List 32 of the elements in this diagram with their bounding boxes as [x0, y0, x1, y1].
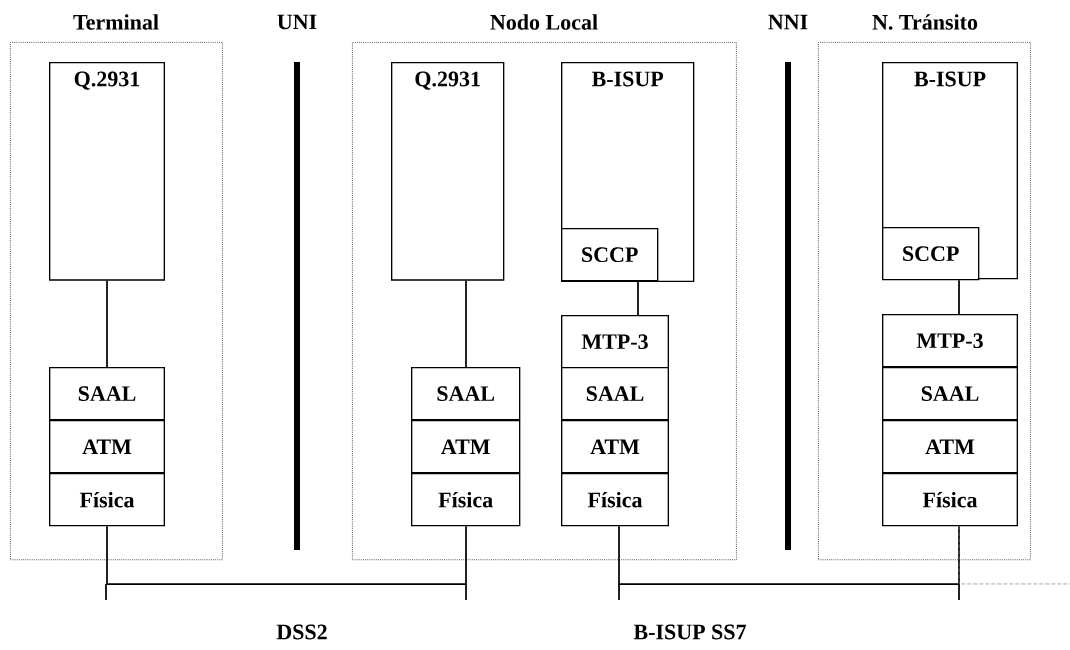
node-label: Terminal — [73, 14, 159, 30]
connector-line — [106, 279, 108, 368]
layer-box: ATM — [882, 420, 1018, 474]
layer-box: ATM — [411, 420, 521, 474]
connector-line — [958, 279, 960, 315]
node-label: N. Tránsito — [872, 14, 978, 30]
bus-line — [106, 525, 467, 585]
connector-line — [465, 279, 467, 368]
edge-label: DSS2 — [276, 624, 327, 640]
interface-label: UNI — [277, 14, 317, 30]
layer-box: SAAL — [561, 367, 669, 421]
layer-box: Física — [411, 473, 521, 527]
layer-box: Física — [49, 473, 165, 527]
protocol-box: Q.2931 — [391, 62, 505, 281]
layer-box: ATM — [49, 420, 165, 474]
interface-label: NNI — [768, 14, 808, 30]
edge-label: B-ISUP SS7 — [633, 624, 746, 640]
layer-box: Física — [561, 473, 669, 527]
bus-line — [958, 525, 1070, 585]
layer-box: MTP-3 — [561, 315, 669, 369]
layer-box: ATM — [561, 420, 669, 474]
bus-line — [618, 525, 960, 585]
layer-box: MTP-3 — [882, 314, 1018, 368]
layer-box: SAAL — [49, 367, 165, 421]
layer-box: SCCP — [882, 227, 980, 281]
connector-line — [637, 280, 639, 316]
node-label: Nodo Local — [490, 14, 598, 30]
layer-box: SAAL — [882, 367, 1018, 421]
layer-box: SAAL — [411, 367, 521, 421]
layer-box: Física — [882, 473, 1018, 527]
layer-box: SCCP — [561, 228, 659, 282]
protocol-box: Q.2931 — [49, 62, 165, 281]
